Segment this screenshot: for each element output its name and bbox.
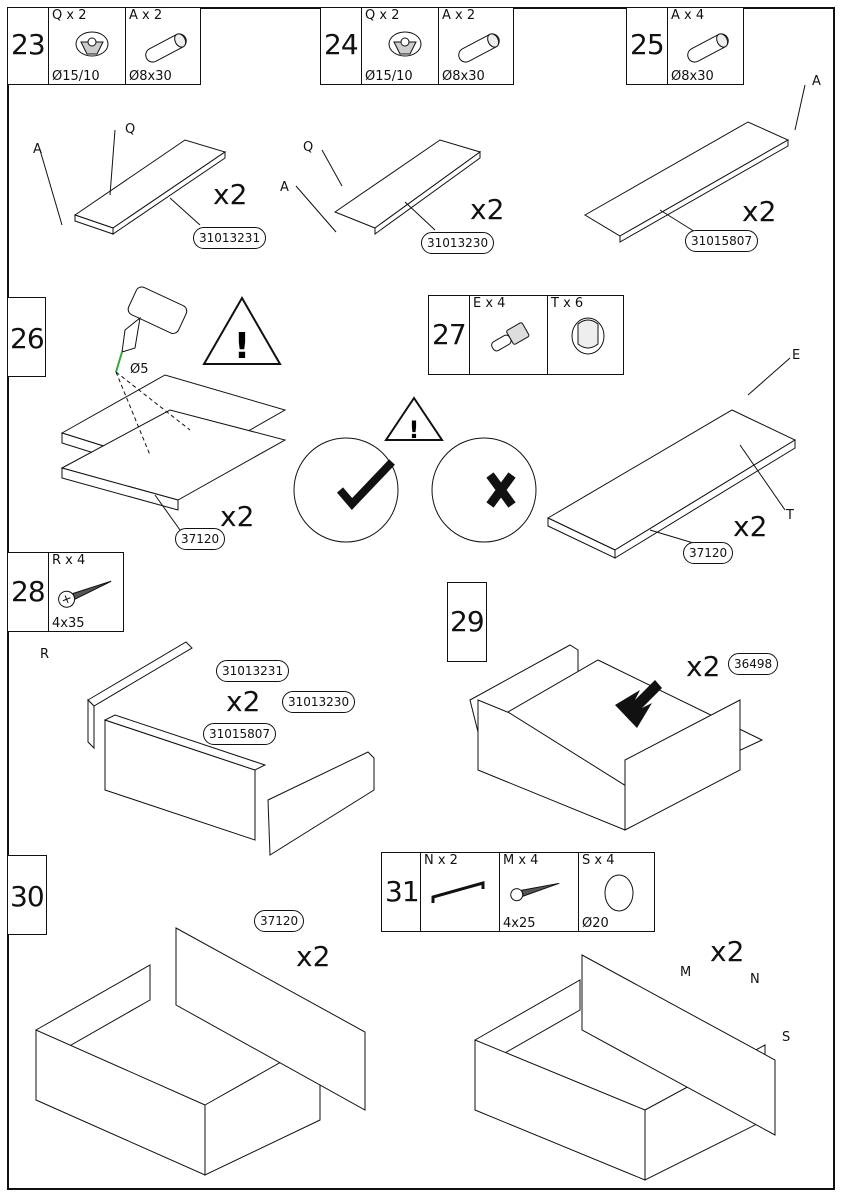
cam-lock-icon [388,31,422,57]
handle-icon [431,881,485,903]
step-30-box: 30 [7,855,47,935]
step-number: 26 [10,322,45,355]
screw-icon [510,882,560,902]
label-q: Q [303,140,314,155]
label-s: S [782,1030,791,1045]
step-number: 30 [10,880,45,913]
dowel-icon [687,33,729,63]
part-ref-pill: 31013231 [193,227,267,249]
multiplier: x2 [226,685,261,718]
part-size: 4x35 [52,616,85,631]
part-cell: A x 2 Ø8x30 [438,8,515,84]
part-cell: N x 2 [420,853,499,931]
step-31-box: 31 N x 2 M x 4 4x25 S x 4 Ø20 [381,852,655,932]
label-n: N [750,972,760,987]
part-cell: A x 4 Ø8x30 [667,8,745,84]
multiplier: x2 [710,935,745,968]
step-25-box: 25 A x 4 Ø8x30 [626,7,744,85]
part-ref-pill: 31013231 [216,660,290,682]
multiplier: x2 [213,178,248,211]
cap-icon [604,874,634,912]
label-t: T [786,508,794,523]
part-ref-pill: 31015807 [685,230,759,252]
part-size: Ø8x30 [671,69,714,84]
step-number: 24 [324,28,359,61]
part-ref-pill: 31013230 [282,691,356,713]
multiplier: x2 [742,195,777,228]
part-ref-pill: 31013230 [421,232,495,254]
part-size: Ø8x30 [129,69,172,84]
part-qty: A x 2 [442,8,476,23]
dowel-icon [458,33,500,63]
step-number: 25 [630,28,665,61]
part-cell: T x 6 [547,296,625,374]
part-size: 4x25 [503,916,536,931]
part-cell: R x 4 4x35 [48,553,125,631]
step-number: 28 [11,575,46,608]
step-27-box: 27 E x 4 T x 6 [428,295,624,375]
step-number: 31 [385,875,420,908]
part-cell: M x 4 4x25 [499,853,578,931]
screw-icon [58,580,112,608]
part-qty: M x 4 [503,853,539,868]
step-number: 27 [432,318,467,351]
part-qty: Q x 2 [365,8,400,23]
part-size: Ø15/10 [52,69,100,84]
part-ref-pill: 31015807 [203,723,277,745]
part-qty: S x 4 [582,853,615,868]
part-qty: T x 6 [551,296,584,311]
part-qty: E x 4 [473,296,506,311]
part-qty: A x 2 [129,8,163,23]
label-a: A [33,142,42,157]
multiplier: x2 [470,193,505,226]
part-ref-pill: 37120 [175,528,226,550]
part-size: Ø20 [582,916,609,931]
cam-fitting-icon [571,317,605,355]
part-cell: E x 4 [469,296,547,374]
part-cell: Q x 2 Ø15/10 [361,8,438,84]
part-ref-pill: 36498 [728,653,779,675]
page-frame [7,7,835,1190]
part-size: Ø8x30 [442,69,485,84]
step-26-box: 26 [7,297,46,377]
part-ref-pill: 37120 [683,542,734,564]
part-qty: A x 4 [671,8,705,23]
label-r: R [40,647,50,662]
label-a: A [280,180,289,195]
cam-lock-icon [75,31,109,57]
part-size: Ø15/10 [365,69,413,84]
part-cell: A x 2 Ø8x30 [125,8,202,84]
part-qty: R x 4 [52,553,86,568]
label-q: Q [125,122,136,137]
multiplier: x2 [296,940,331,973]
part-qty: Q x 2 [52,8,87,23]
step-number: 29 [450,605,485,638]
part-cell: S x 4 Ø20 [578,853,656,931]
dowel-icon [145,33,187,63]
step-number: 23 [11,28,46,61]
label-a: A [812,74,821,89]
step-28-box: 28 R x 4 4x35 [7,552,124,632]
step-23-box: 23 Q x 2 Ø15/10 A x 2 Ø8x30 [7,7,201,85]
label-e: E [792,348,801,363]
connector-bolt-icon [491,322,530,352]
multiplier: x2 [686,650,721,683]
step-24-box: 24 Q x 2 Ø15/10 A x 2 Ø8x30 [320,7,514,85]
drill-size: Ø5 [130,362,149,377]
part-cell: Q x 2 Ø15/10 [48,8,125,84]
multiplier: x2 [220,500,255,533]
step-29-box: 29 [447,582,487,662]
label-m: M [680,965,692,980]
part-ref-pill: 37120 [254,910,305,932]
part-qty: N x 2 [424,853,458,868]
multiplier: x2 [733,510,768,543]
